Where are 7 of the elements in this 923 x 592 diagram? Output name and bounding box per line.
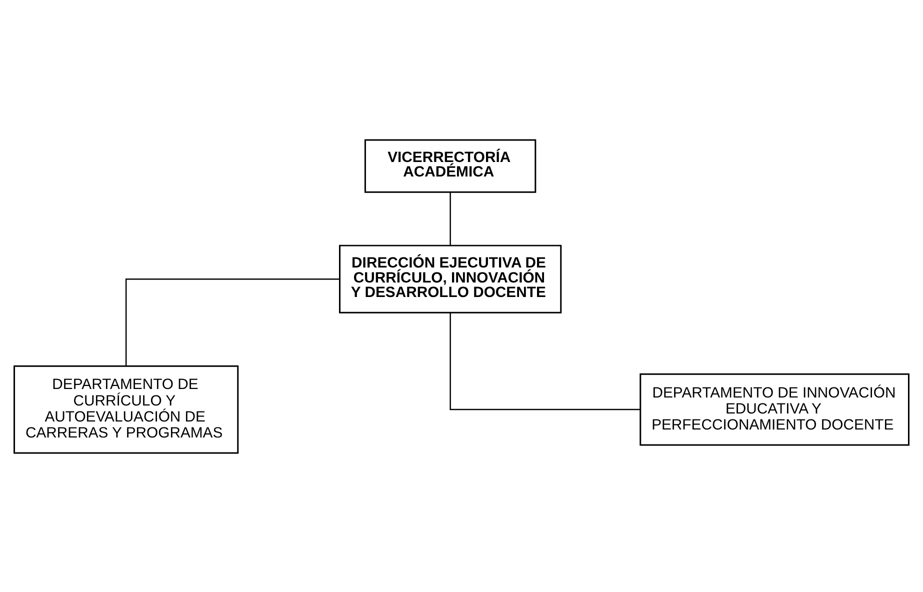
node-box: DIRECCIÓN EJECUTIVA DE CURRÍCULO, INNOVACIÓN Y DESARROLLO DOCENTE — [339, 244, 562, 313]
connector — [125, 278, 340, 366]
node-box: DEPARTAMENTO DE CURRÍCULO Y AUTOEVALUACIÓN DE CARRERAS Y PROGRAMAS — [14, 364, 239, 454]
connector — [450, 192, 451, 245]
node-box: VICERRECTORÍA ACADÉMICA — [364, 138, 536, 192]
connector — [450, 312, 640, 410]
node-box: DEPARTAMENTO DE INNOVACIÓN EDUCATIVA Y PERFECCIONAMIENTO DOCENTE — [640, 372, 910, 446]
